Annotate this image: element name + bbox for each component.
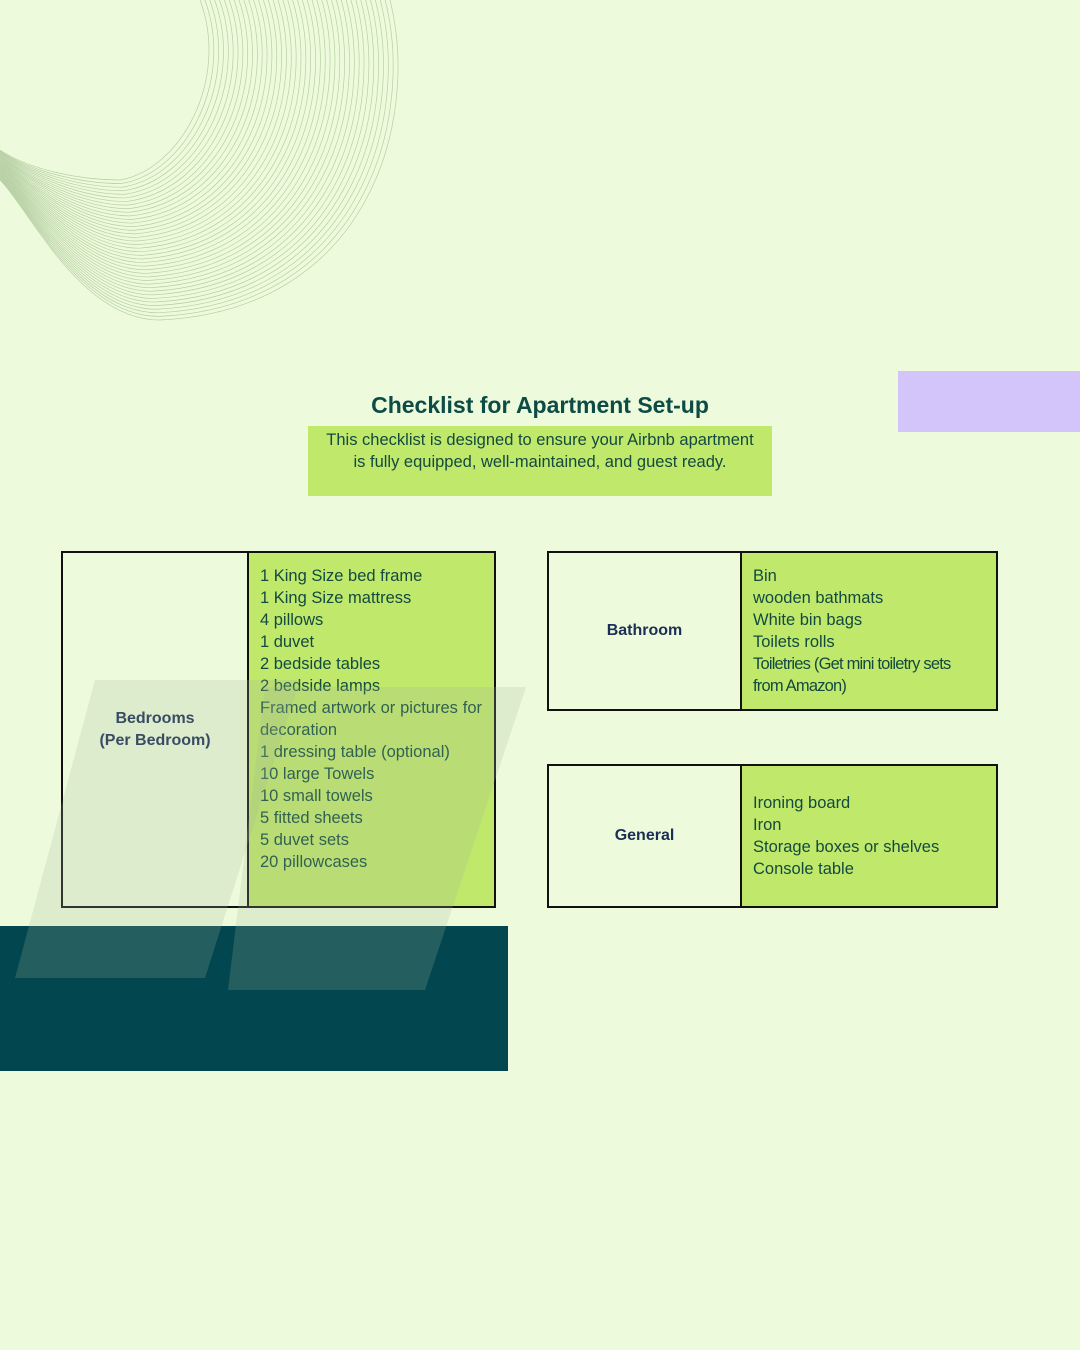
wave-line <box>0 0 224 192</box>
wave-line <box>0 0 214 184</box>
wave-line <box>0 0 379 306</box>
list-item: 10 large Towels <box>260 765 375 783</box>
list-item: 2 bedside lamps <box>260 677 381 695</box>
wave-line <box>0 0 234 199</box>
wave-line <box>0 0 326 267</box>
list-item: 5 duvet sets <box>260 831 349 849</box>
wave-line <box>0 0 389 314</box>
wave-line <box>0 0 278 231</box>
decorative-teal-block <box>0 926 508 1071</box>
bathroom-section: Bathroom Bin wooden bathmats White bin b… <box>547 551 998 711</box>
list-item: 1 duvet <box>260 633 315 651</box>
wave-line <box>0 0 355 289</box>
list-item: Toilets rolls <box>753 633 835 651</box>
wave-line <box>0 0 307 253</box>
list-item: 10 small towels <box>260 787 373 805</box>
wave-line <box>0 0 394 317</box>
wave-line <box>0 0 273 228</box>
page-title: Checklist for Apartment Set-up <box>371 392 709 418</box>
list-item: Storage boxes or shelves <box>753 838 940 856</box>
wave-line <box>0 0 287 238</box>
wave-line <box>0 0 302 249</box>
bedrooms-section: Bedrooms (Per Bedroom) 1 King Size bed f… <box>61 551 496 908</box>
wave-line <box>0 0 316 260</box>
wave-line <box>0 0 345 281</box>
list-item: 1 dressing table (optional) <box>260 743 450 761</box>
wave-line <box>0 0 248 210</box>
wave-line <box>0 0 321 263</box>
bathroom-label: Bathroom <box>549 553 742 709</box>
wave-line <box>0 0 336 274</box>
wave-line <box>0 0 375 303</box>
bedrooms-label-title: Bedrooms <box>115 709 195 727</box>
list-item: 1 King Size mattress <box>260 589 412 607</box>
list-item: wooden bathmats <box>753 589 884 607</box>
wave-line <box>0 0 370 299</box>
general-label: General <box>549 766 742 906</box>
wave-line <box>0 0 365 296</box>
bathroom-items: Bin wooden bathmats White bin bags Toile… <box>742 553 996 709</box>
wave-line <box>0 0 229 195</box>
intro-box: This checklist is designed to ensure you… <box>308 426 772 496</box>
wave-line <box>0 0 350 285</box>
wave-line <box>0 0 341 278</box>
list-item: 4 pillows <box>260 611 324 629</box>
general-section: General Ironing board Iron Storage boxes… <box>547 764 998 908</box>
wave-line <box>0 0 282 235</box>
list-item: White bin bags <box>753 611 863 629</box>
decorative-purple-block <box>898 371 1080 432</box>
list-item: Bin <box>753 567 777 585</box>
wave-line <box>0 0 297 245</box>
wave-line <box>0 0 258 217</box>
wave-line <box>0 0 244 206</box>
wave-line <box>0 0 253 213</box>
list-item: Framed artwork or pictures for decoratio… <box>260 699 482 739</box>
bedrooms-items: 1 King Size bed frame 1 King Size mattre… <box>249 553 494 906</box>
wave-line <box>0 0 384 310</box>
intro-line-1: This checklist is designed to ensure you… <box>326 431 754 449</box>
intro-line-2: is fully equipped, well-maintained, and … <box>353 453 727 471</box>
bedrooms-label: Bedrooms (Per Bedroom) <box>63 553 249 906</box>
wave-line <box>0 0 268 224</box>
wave-line <box>0 0 239 202</box>
list-item: 20 pillowcases <box>260 853 368 871</box>
list-item: Console table <box>753 860 854 878</box>
list-item: 5 fitted sheets <box>260 809 363 827</box>
wave-line <box>0 0 311 256</box>
wave-line <box>0 0 219 188</box>
wave-line <box>0 0 331 271</box>
list-item: Ironing board <box>753 794 851 812</box>
list-item: Iron <box>753 816 782 834</box>
list-item: 2 bedside tables <box>260 655 381 673</box>
wave-line <box>0 0 360 292</box>
wave-line <box>0 0 263 220</box>
decorative-wave-lines <box>0 0 399 321</box>
bedrooms-label-subtitle: (Per Bedroom) <box>99 731 211 749</box>
wave-line <box>0 0 210 181</box>
wave-line <box>0 0 399 321</box>
list-item: Toiletries (Get mini toiletry sets from … <box>753 655 951 695</box>
list-item: 1 King Size bed frame <box>260 567 423 585</box>
wave-line <box>0 0 292 242</box>
general-items: Ironing board Iron Storage boxes or shel… <box>742 766 996 906</box>
